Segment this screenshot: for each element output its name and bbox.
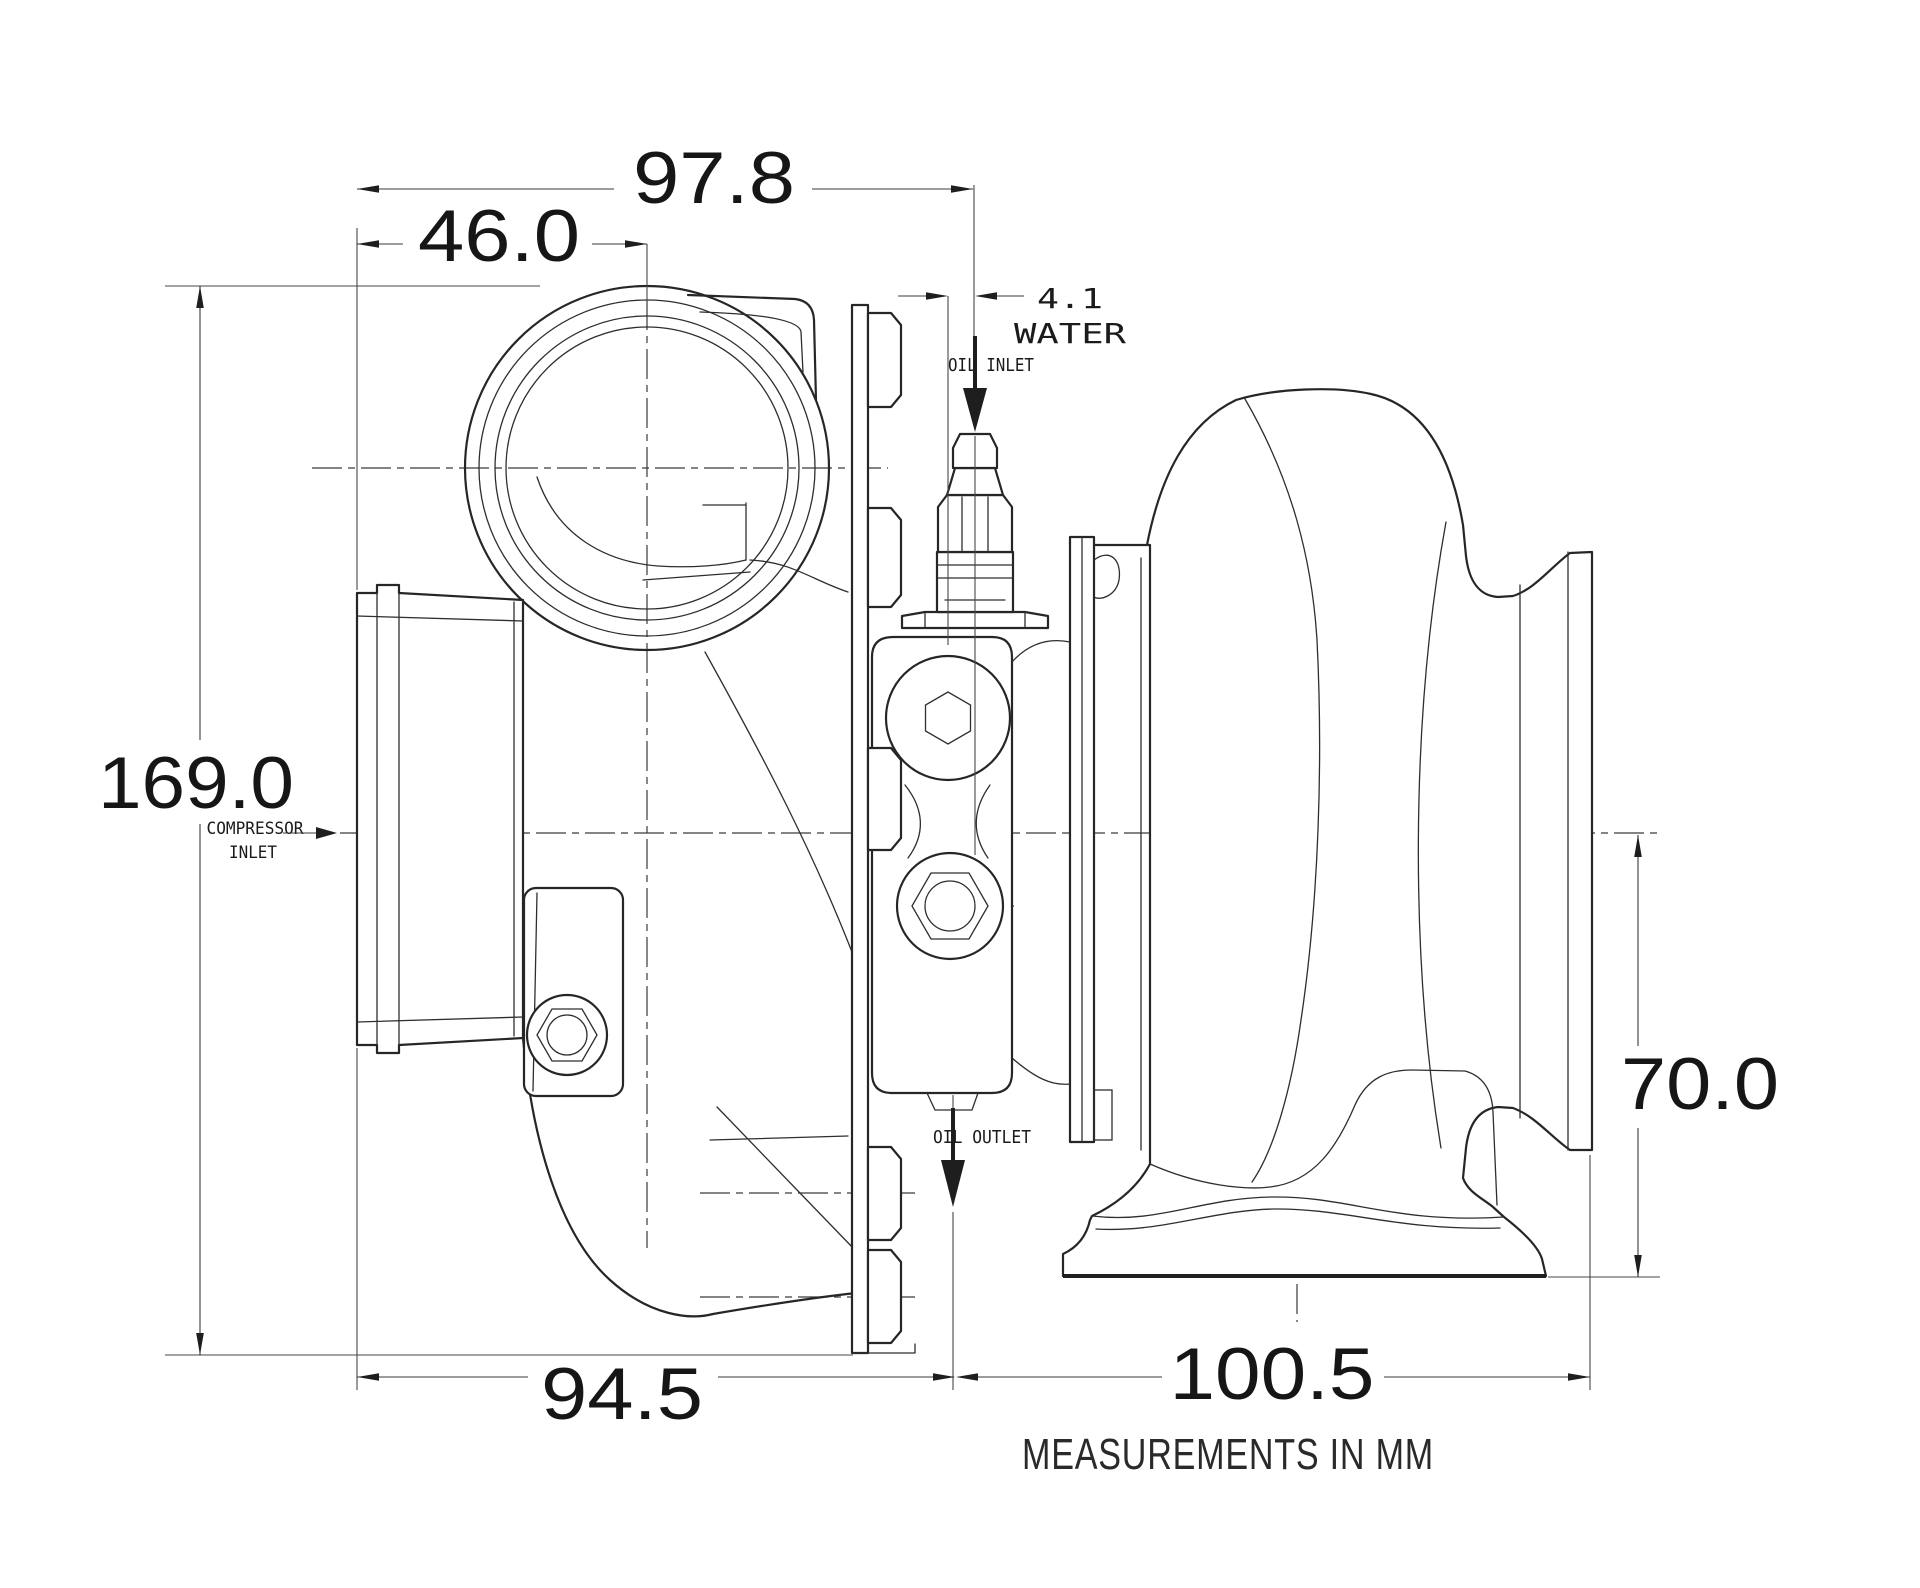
- oil-inlet-arrow-head: [963, 388, 987, 432]
- backplate-foot: [851, 1343, 916, 1354]
- oil-outlet-callout: OIL OUTLET: [933, 1095, 1031, 1390]
- dimension-text-70-0: 70.0: [1621, 1044, 1779, 1125]
- arrowhead-to-oil: [975, 292, 997, 300]
- volute-tongue-step: [702, 502, 747, 561]
- volute-lip-line: [642, 571, 751, 581]
- compressor-backplate: [850, 303, 916, 1355]
- arrowhead-top: [1634, 835, 1642, 857]
- scroll-lobe-details: [709, 1106, 856, 1251]
- oil-outlet-arrow-shaft: [951, 1108, 955, 1162]
- arrowhead-right: [951, 185, 973, 193]
- dimension-oil-outlet-to-flange: 100.5: [956, 1155, 1591, 1415]
- label-inlet: INLET: [229, 843, 277, 863]
- scroll-ear-outer: [686, 293, 818, 402]
- units-note: MEASUREMENTS IN MM: [1022, 1430, 1434, 1479]
- backplate-plate: [850, 303, 870, 1355]
- volute-bore-ring: [505, 326, 789, 610]
- label-water: WATER: [1014, 317, 1126, 350]
- dimension-water-offset: 4.1 WATER: [898, 282, 1126, 645]
- backplate-bolt-5: [866, 1248, 903, 1345]
- dimension-text-100-5: 100.5: [1170, 1334, 1375, 1415]
- oil-inlet-arrow-shaft: [973, 336, 977, 388]
- compressor-inlet-callout: COMPRESSOR INLET: [207, 819, 337, 863]
- bearing-housing-waist: [904, 784, 991, 859]
- volute-ring-3: [494, 315, 800, 621]
- arrowhead-left: [956, 1373, 978, 1381]
- backplate-bolt-3: [866, 746, 903, 852]
- dimension-centerline-to-flange-bottom: 70.0: [1548, 835, 1779, 1278]
- outlet-duct-inner-wall: [1417, 521, 1447, 1149]
- water-port-hex-socket: [924, 691, 972, 745]
- scroll-lower-lobe: [521, 1036, 858, 1355]
- compressor-inlet-pipe: [355, 583, 525, 1055]
- arrowhead-right: [1568, 1373, 1590, 1381]
- arrowhead-right: [933, 1373, 955, 1381]
- label-compressor: COMPRESSOR: [207, 819, 305, 839]
- actuator-hex-nut: [536, 1008, 598, 1062]
- fitting-base-tabs: [924, 611, 1026, 629]
- actuator-nut-bore: [546, 1014, 588, 1056]
- dimension-inlet-to-center: 46.0: [357, 196, 648, 304]
- water-port-boss: [884, 654, 1012, 782]
- arrowhead-left: [357, 185, 379, 193]
- dimension-text-46-0: 46.0: [418, 196, 580, 277]
- turbine-housing: [1061, 388, 1594, 1278]
- inlet-pipe-details: [356, 592, 524, 1046]
- scroll-bottom-u: [1149, 1069, 1498, 1206]
- compressor-inlet-arrow-head: [316, 827, 337, 839]
- drain-hex-plug: [911, 872, 989, 940]
- pedestal-top-edge-2: [1095, 1208, 1501, 1231]
- volute-tongue-arc: [536, 476, 747, 568]
- bearing-to-turbine-links: [1011, 639, 1071, 1085]
- drain-plug-bore: [924, 880, 976, 932]
- arrowhead-left: [357, 240, 379, 248]
- actuator-bracket: [522, 886, 625, 1098]
- backplate-bolt-4: [866, 1145, 903, 1242]
- vband-flange-faces: [1519, 551, 1569, 1151]
- label-oil-outlet: OIL OUTLET: [933, 1127, 1031, 1148]
- dimension-text-94-5: 94.5: [541, 1354, 703, 1435]
- arrowhead-top: [196, 286, 204, 308]
- actuator-nut-boss: [525, 993, 609, 1077]
- dimension-text-4-1: 4.1: [1037, 282, 1103, 315]
- label-oil-inlet: OIL INLET: [948, 355, 1034, 376]
- port-bosses: [884, 654, 1012, 961]
- drain-boss: [895, 851, 1005, 961]
- backplate-bolt-1: [866, 311, 903, 409]
- turbine-housing-outline: [1061, 388, 1594, 1278]
- fitting-hex-facets: [961, 496, 989, 552]
- arrowhead-to-water: [926, 292, 948, 300]
- dimension-overall-height: 169.0: [98, 285, 853, 1356]
- scroll-ear-inner: [699, 311, 804, 373]
- scroll-lower-right-edge: [704, 651, 853, 953]
- arrowhead-bottom: [1634, 1255, 1642, 1277]
- pedestal-top-edge-1: [1091, 1196, 1505, 1219]
- extension-height: [165, 285, 853, 1356]
- arrowhead-right: [625, 240, 647, 248]
- arrowhead-bottom: [196, 1333, 204, 1355]
- dimension-overall-width: 97.8: [356, 138, 975, 1390]
- oil-inlet-callout: OIL INLET: [948, 336, 1034, 855]
- dimension-text-169-0: 169.0: [98, 743, 294, 824]
- dimension-text-97-8: 97.8: [633, 138, 795, 219]
- flange-bottom-lug: [1093, 1089, 1113, 1141]
- arrowhead-left: [357, 1373, 379, 1381]
- scroll-inner-wall: [1244, 398, 1321, 1183]
- oil-outlet-arrow-head: [941, 1160, 965, 1207]
- compressor-housing: [355, 284, 858, 1355]
- dimension-inlet-to-oil-outlet: 94.5: [357, 1354, 955, 1435]
- backplate-bolt-2: [866, 506, 903, 609]
- tongue-to-backplate: [749, 559, 849, 593]
- flange-top-lug: [1093, 554, 1121, 599]
